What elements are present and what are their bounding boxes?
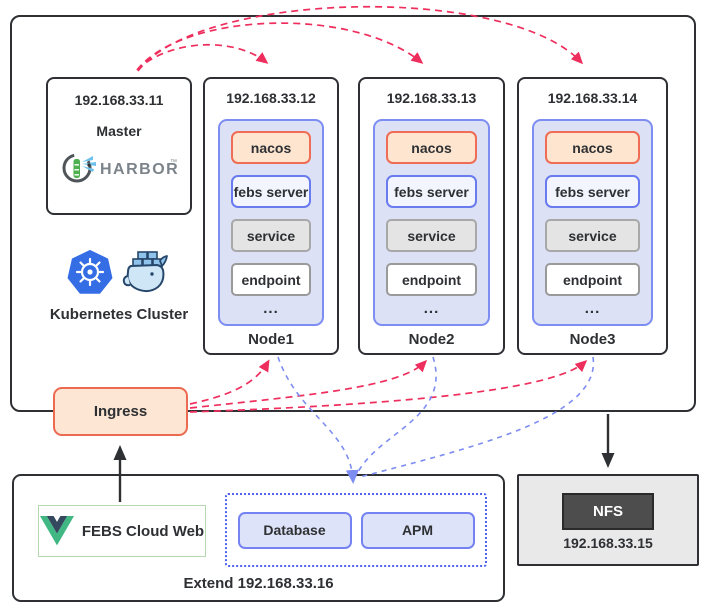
- node2-label: Node2: [408, 331, 455, 348]
- harbor-lighthouse-icon: [73, 159, 80, 178]
- febs-cloud-web-label: FEBS Cloud Web: [81, 522, 205, 540]
- endpoint-box: endpoint: [545, 263, 640, 296]
- service-box: service: [386, 219, 477, 252]
- node2-box: 192.168.33.13 nacos febs server service …: [358, 77, 505, 355]
- master-ip: 192.168.33.11: [74, 92, 164, 108]
- pod-nacos: nacos: [231, 131, 311, 164]
- master-label: Master: [96, 123, 142, 139]
- node1-pods-panel: nacos febs server service endpoint ...: [218, 119, 324, 326]
- ingress-box: Ingress: [53, 387, 188, 436]
- vue-icon: [39, 516, 74, 546]
- master-node-box: 192.168.33.11 Master HARBOR ™: [46, 77, 192, 215]
- nfs-ip: 192.168.33.15: [563, 535, 653, 551]
- more-ellipsis: ...: [263, 300, 279, 317]
- shared-services-box: Database APM: [225, 493, 487, 567]
- node1-box: 192.168.33.12 nacos febs server service …: [203, 77, 339, 355]
- more-ellipsis: ...: [584, 300, 601, 317]
- more-ellipsis: ...: [423, 300, 440, 317]
- endpoint-box: endpoint: [231, 263, 311, 296]
- node1-label: Node1: [248, 331, 294, 348]
- apm-box: APM: [360, 511, 475, 549]
- nfs-host-box: NFS 192.168.33.15: [517, 474, 699, 566]
- database-box: Database: [237, 511, 352, 549]
- pod-febs-server: febs server: [231, 175, 311, 208]
- node3-box: 192.168.33.14 nacos febs server service …: [517, 77, 668, 355]
- node3-ip: 192.168.33.14: [547, 90, 638, 106]
- service-box: service: [231, 219, 311, 252]
- node3-pods-panel: nacos febs server service endpoint ...: [532, 119, 653, 326]
- pod-nacos: nacos: [545, 131, 640, 164]
- nfs-label: NFS: [562, 493, 654, 530]
- node1-ip: 192.168.33.12: [226, 90, 316, 106]
- cluster-badge: Kubernetes Cluster: [40, 248, 198, 323]
- harbor-trademark: ™: [170, 159, 177, 166]
- node2-pods-panel: nacos febs server service endpoint ...: [373, 119, 490, 326]
- node2-ip: 192.168.33.13: [386, 90, 477, 106]
- harbor-ray-icon: [82, 156, 93, 162]
- harbor-wordmark: HARBOR: [100, 161, 178, 178]
- ingress-label: Ingress: [93, 403, 148, 420]
- docker-icon: [122, 251, 168, 293]
- cluster-label: Kubernetes Cluster: [49, 306, 189, 323]
- kubernetes-icon: [67, 250, 113, 294]
- febs-cloud-web-box: FEBS Cloud Web: [38, 505, 206, 557]
- pod-febs-server: febs server: [545, 175, 640, 208]
- harbor-logo: HARBOR ™: [48, 150, 190, 186]
- endpoint-box: endpoint: [386, 263, 477, 296]
- pod-febs-server: febs server: [386, 175, 477, 208]
- service-box: service: [545, 219, 640, 252]
- extend-host-box: FEBS Cloud Web Database APM Extend 192.1…: [12, 474, 505, 602]
- node3-label: Node3: [569, 331, 616, 348]
- pod-nacos: nacos: [386, 131, 477, 164]
- extend-host-label: Extend 192.168.33.16: [183, 575, 334, 592]
